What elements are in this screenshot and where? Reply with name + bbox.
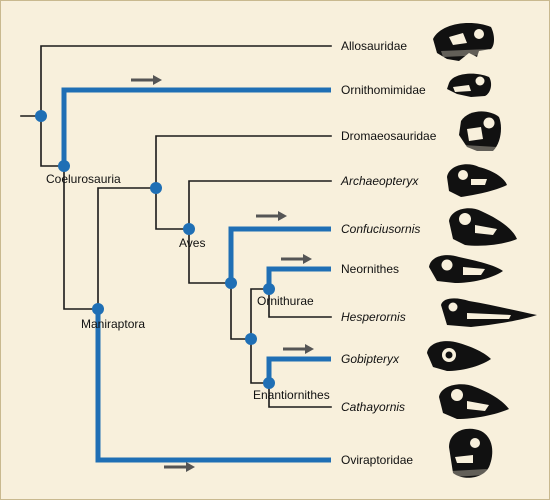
taxon-label: Confuciusornis [341,222,420,236]
branch-gobipteryx [266,356,331,383]
taxon-label: Cathayornis [341,400,405,414]
branch-enantiornithes-stem [250,338,270,384]
branch-neornithes [266,266,331,289]
node-dot-icon [183,223,195,235]
arrow-right-icon [283,344,314,354]
branch-allosauridae [40,45,332,117]
skull-icon [441,298,537,327]
clade-label-maniraptora: Maniraptora [81,317,145,331]
taxon-label: Gobipteryx [341,352,400,366]
node-dot-icon [35,110,47,122]
node-dot-icon [150,182,162,194]
arrows [131,75,314,472]
taxon-label: Hesperornis [341,310,406,324]
branch-hesperornis [268,288,332,318]
taxon-label: Dromaeosauridae [341,129,437,143]
branch-paraves-aves [155,187,190,230]
skull-icon [449,208,517,246]
taxon-label: Neornithes [341,262,399,276]
thin-branches [20,45,332,408]
skull-icon [433,23,494,61]
clade-label-aves: Aves [179,236,205,250]
skulls [427,23,537,478]
branch-maniraptora-paraves [97,187,157,310]
branch-coelurosauria-maniraptora [63,165,99,310]
arrow-right-icon [281,254,312,264]
node-dot-icon [245,333,257,345]
skull-icon [447,164,507,197]
branch-cathayornis [268,382,332,408]
arrow-right-icon [131,75,162,85]
clade-label-enantiornithes: Enantiornithes [253,388,330,402]
taxon-label: Allosauridae [341,39,407,53]
branch-archaeopteryx [188,180,332,230]
branch-oviraptoridae [95,309,331,463]
taxon-label: Oviraptoridae [341,453,413,467]
clade-labels: Coelurosauria Maniraptora Aves Ornithura… [46,172,330,402]
branch-dromaeosauridae [155,135,332,189]
branch-confuciusornis [228,226,331,283]
skull-icon [447,73,492,97]
node-dot-icon [225,277,237,289]
skull-icon [459,111,501,151]
arrow-right-icon [164,462,195,472]
arrow-right-icon [256,211,287,221]
taxon-label: Archaeopteryx [340,174,419,188]
clade-label-coelurosauria: Coelurosauria [46,172,121,186]
skull-icon [439,384,509,419]
branch-pygostylia-ornithothoraces [230,282,252,340]
branch-ornithomimidae [61,87,331,166]
taxon-labels: Allosauridae Ornithomimidae Dromaeosauri… [340,39,437,467]
skull-icon [449,428,493,478]
branch-aves-pygostylia [188,228,232,284]
node-dot-icon [92,303,104,315]
branch-root-coelurosauria [40,115,65,167]
highlighted-branches [61,87,331,463]
taxon-label: Ornithomimidae [341,83,426,97]
node-dot-icon [263,377,275,389]
nodes [35,110,275,389]
skull-icon [427,341,491,371]
node-dot-icon [58,160,70,172]
clade-label-ornithurae: Ornithurae [257,294,314,308]
skull-icon [429,255,503,283]
node-dot-icon [263,283,275,295]
